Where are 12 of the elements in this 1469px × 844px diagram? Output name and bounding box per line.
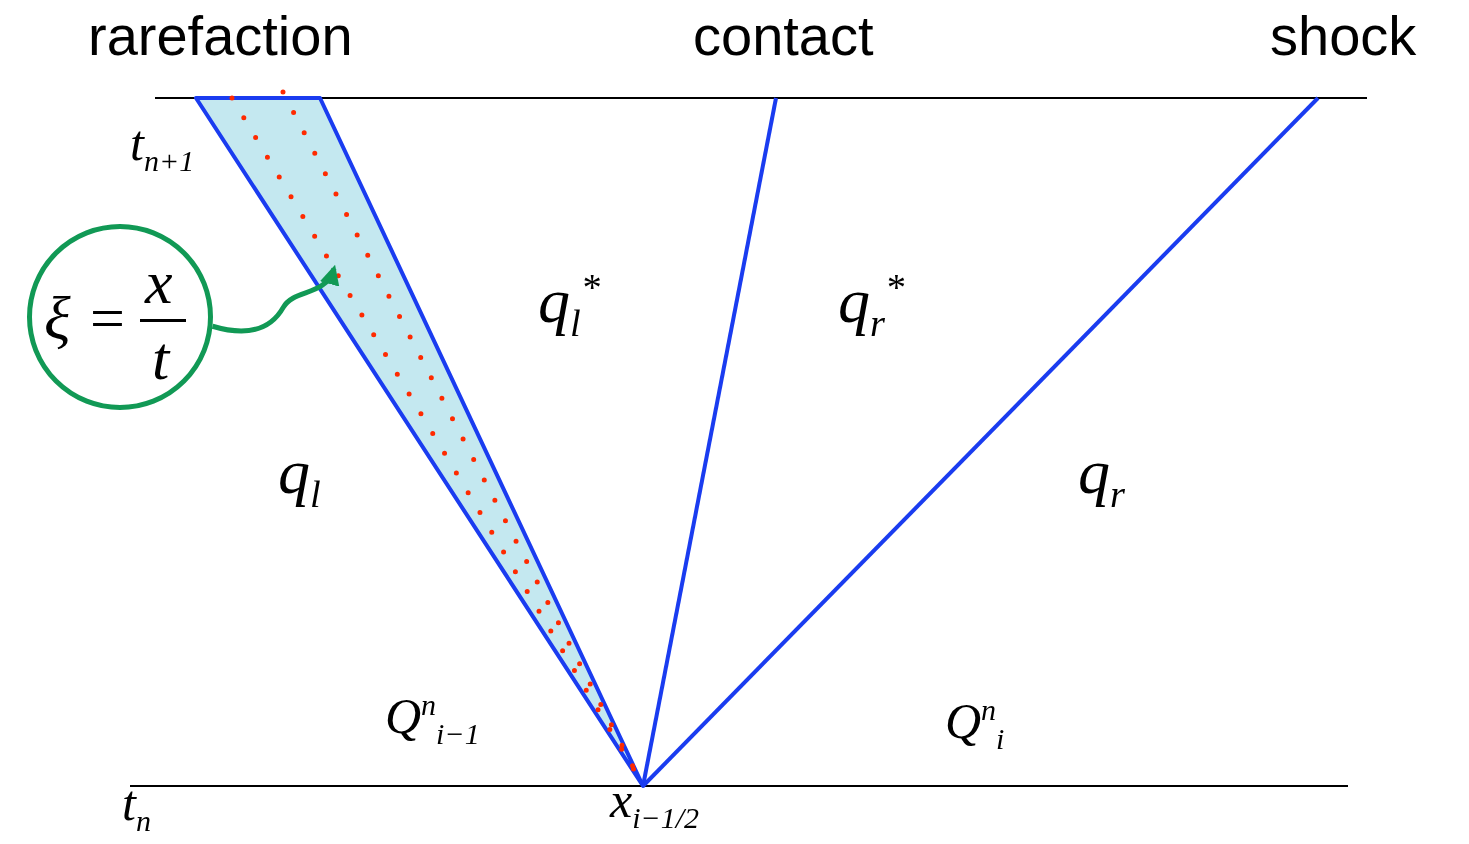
state-label: q$_{l}$ (278, 440, 321, 514)
wave-label: shock (1270, 8, 1417, 64)
wave-label: contact (693, 8, 874, 64)
axis-label: t$_{n}$ (122, 778, 151, 836)
formula-text: ξ = (44, 287, 128, 349)
axis-label: t$_{n+1}$ (130, 118, 195, 176)
state-label: q$_{r}$ (1078, 440, 1125, 514)
numerator-text: x (145, 251, 173, 313)
denominator-text: t (152, 327, 170, 389)
axis-label: x$_{i−1/2}$ (610, 775, 700, 833)
wave-label: rarefaction (88, 8, 353, 64)
arrow (211, 264, 338, 334)
